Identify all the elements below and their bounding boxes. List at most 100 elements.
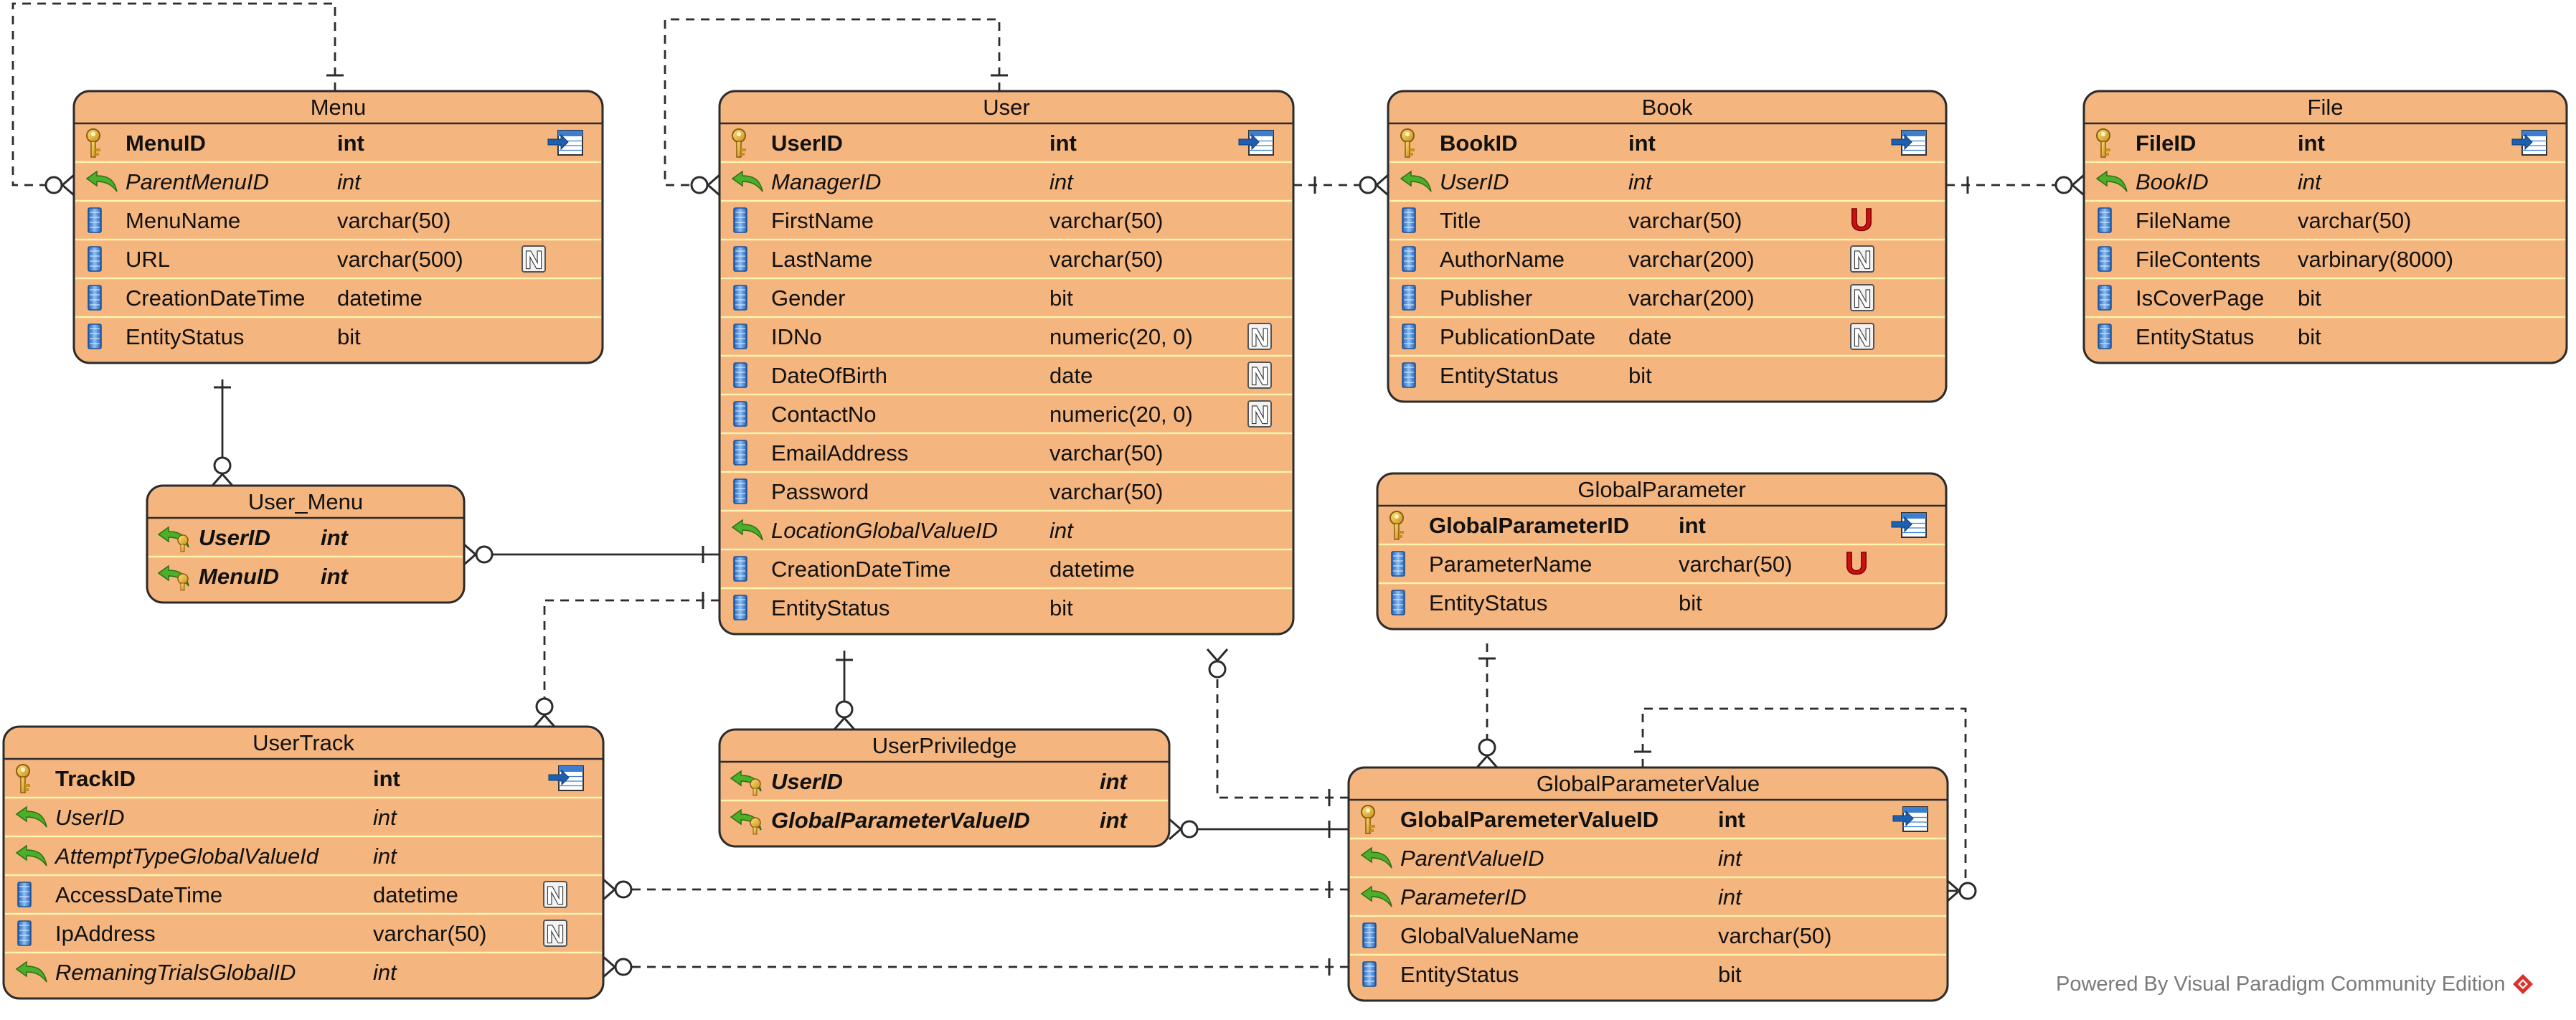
zero-or-many-cardinality-mark — [2054, 174, 2085, 197]
relationship-line[interactable] — [664, 18, 1001, 186]
column-icon — [88, 207, 102, 233]
zero-or-many-cardinality-mark — [1206, 648, 1229, 679]
column-icon — [17, 882, 32, 907]
column-type: bit — [1049, 285, 1073, 311]
column-icon — [1402, 207, 1416, 233]
entity-title: GlobalParameterValue — [1537, 771, 1760, 796]
relationship-line[interactable] — [1216, 671, 1349, 799]
zero-or-many-cardinality-mark — [1169, 818, 1199, 841]
unique-badge-icon: U — [1844, 545, 1868, 582]
svg-text:U: U — [1850, 202, 1873, 237]
column-type: numeric(20, 0) — [1049, 402, 1193, 427]
column-type: varchar(50) — [1049, 247, 1164, 272]
column-type: int — [373, 805, 397, 830]
column-name: Publisher — [1440, 285, 1532, 311]
relationship-line[interactable] — [11, 2, 336, 186]
column-icon — [733, 401, 747, 427]
nullable-badge-icon: N — [522, 245, 546, 275]
column-type: int — [1628, 169, 1653, 194]
relationship-line[interactable] — [1641, 707, 1967, 892]
column-name: ParameterName — [1429, 552, 1592, 577]
zero-or-many-cardinality-mark — [463, 543, 494, 566]
zero-or-many-cardinality-mark — [1359, 174, 1389, 197]
column-type: varchar(50) — [1049, 440, 1164, 466]
column-type: varchar(500) — [337, 247, 463, 272]
visual-paradigm-logo-icon — [2513, 974, 2534, 994]
column-icon — [2098, 207, 2112, 233]
foreign-key-icon — [1400, 170, 1432, 192]
zero-or-many-cardinality-mark — [690, 174, 720, 197]
column-icon — [733, 478, 747, 504]
primary-foreign-key-icon — [730, 808, 762, 835]
table-icon — [548, 765, 584, 791]
column-icon — [17, 920, 32, 946]
relationship-line[interactable] — [543, 599, 720, 704]
column-type: int — [1100, 808, 1128, 833]
entity-globalparametervalue[interactable]: GlobalParameterValueGlobalParemeterValue… — [1347, 766, 1949, 1002]
svg-text:U: U — [1845, 546, 1868, 581]
column-icon — [733, 362, 747, 388]
column-icon — [1402, 285, 1416, 311]
column-type: int — [373, 844, 397, 869]
column-icon — [1362, 961, 1377, 987]
